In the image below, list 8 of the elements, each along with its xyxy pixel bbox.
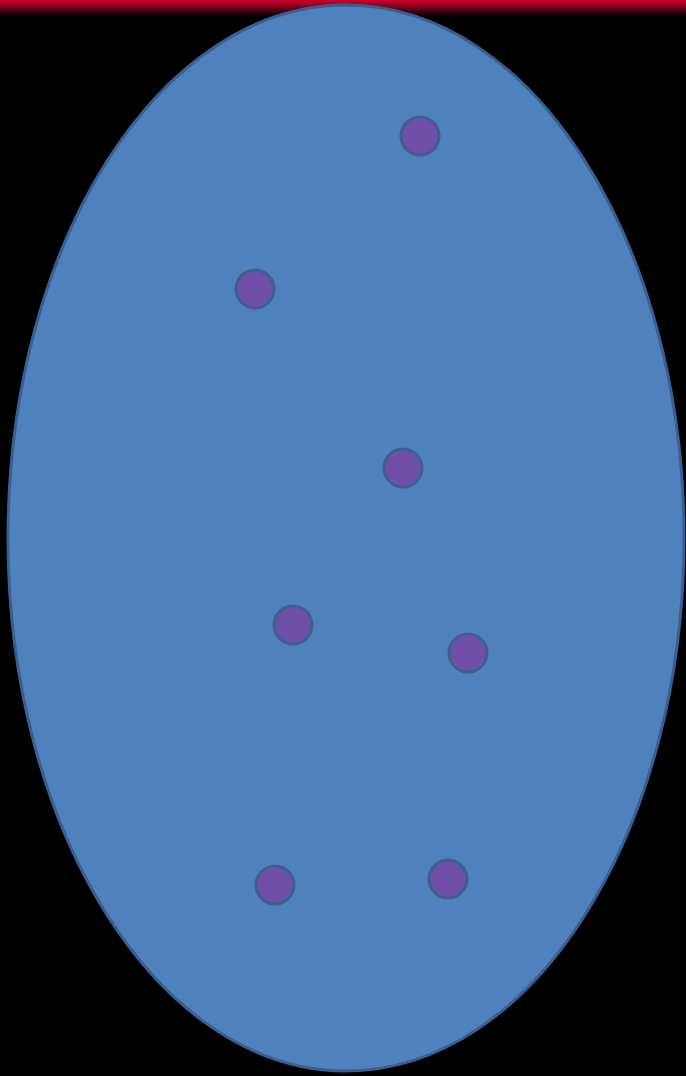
small-circle: [272, 604, 314, 646]
small-circle: [447, 632, 489, 674]
large-ellipse: [6, 3, 686, 1073]
small-circle: [382, 447, 424, 489]
small-circle: [234, 268, 276, 310]
small-circle: [254, 864, 296, 906]
small-circle: [399, 115, 441, 157]
small-circle: [427, 858, 469, 900]
